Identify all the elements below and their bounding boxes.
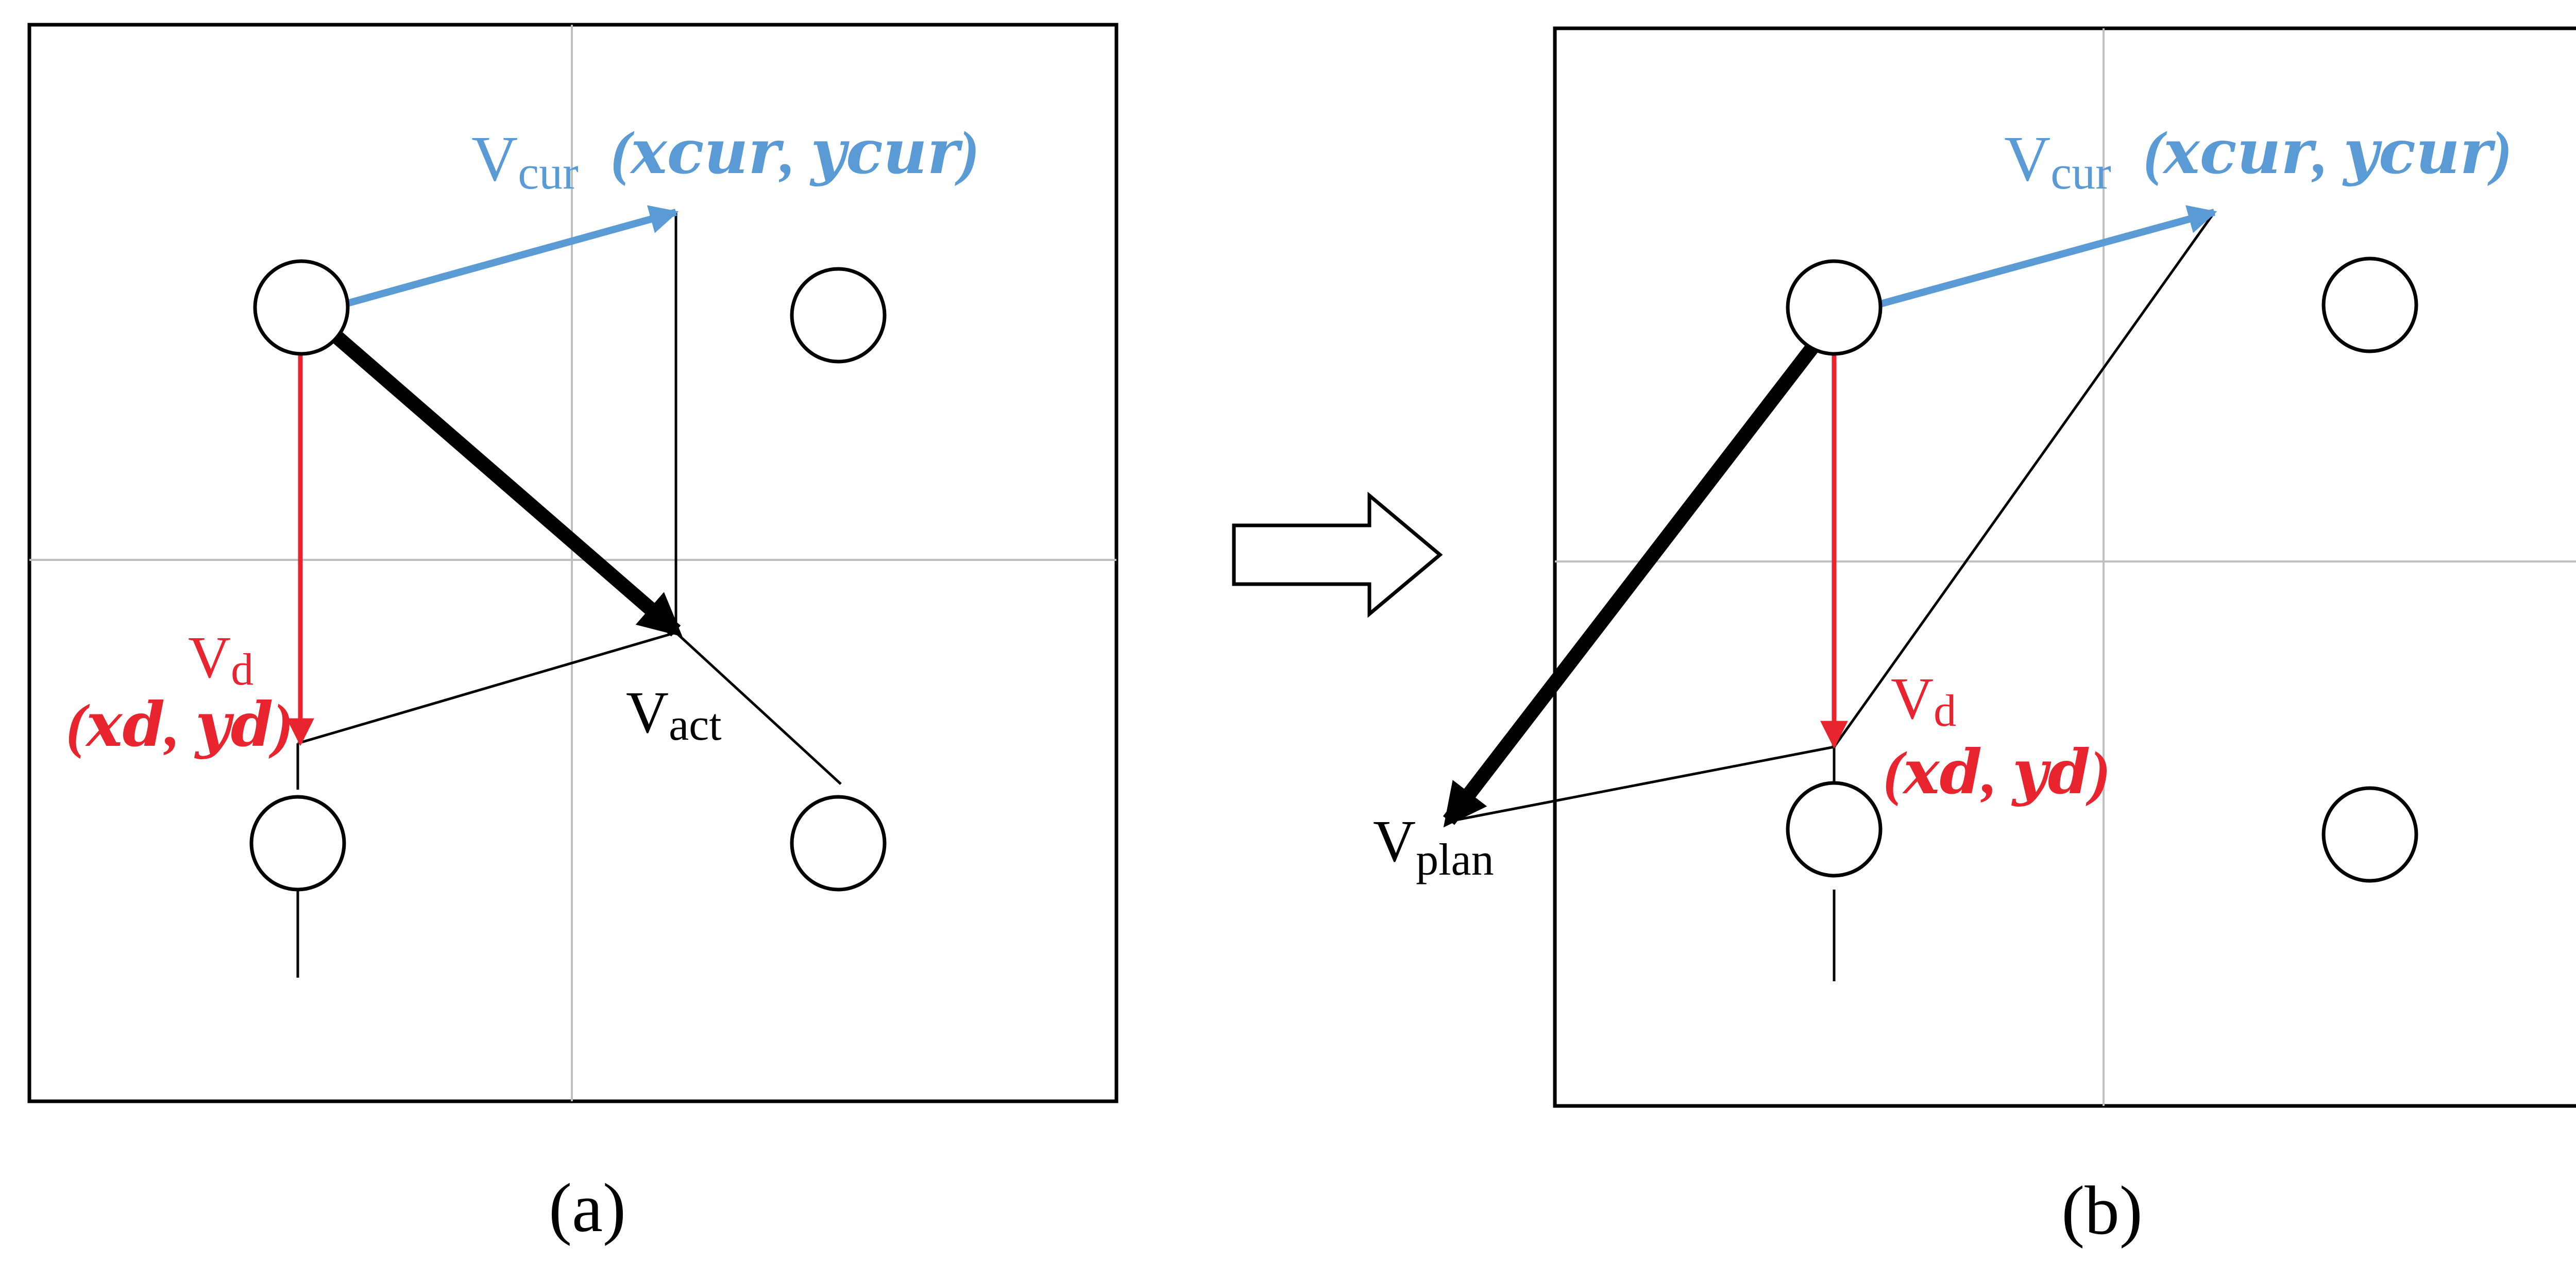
panel-a-vcur-coord: (𝒙𝒄𝒖𝒓, 𝒚𝒄𝒖𝒓) (611, 119, 979, 186)
panel-a-node-bottom-right (790, 795, 887, 892)
panel-a-diagonal-line (675, 632, 842, 785)
panel-b-vd-coord: (𝒙𝒅, 𝒚𝒅) (1883, 739, 2111, 807)
panel-b-vcur-arrow (1879, 205, 2217, 308)
panel-b-vd-label: Vd (1891, 666, 1956, 736)
panel-b-vcur-coord: (𝒙𝒄𝒖𝒓, 𝒚𝒄𝒖𝒓) (2143, 119, 2512, 186)
panel-b-vplan-arrow (1443, 342, 1820, 828)
panel-a-node-bottom-left (249, 795, 346, 892)
panel-b-vd-to-vplan-line (1447, 745, 1835, 823)
panel-b: Vcur (𝒙𝒄𝒖𝒓, 𝒚𝒄𝒖𝒓) Vd (𝒙𝒅, 𝒚𝒅) Vplan (b) (1373, 26, 2576, 1249)
panel-b-node-bottom-right (2321, 786, 2418, 883)
panel-a-node-top-right (790, 267, 887, 364)
panel-a-caption: (a) (549, 1170, 626, 1247)
panel-b-vplan-label: Vplan (1373, 809, 1494, 885)
panel-a: Vcur (𝒙𝒄𝒖𝒓, 𝒚𝒄𝒖𝒓) Vd (𝒙𝒅, 𝒚𝒅) Vact (a) (27, 23, 1118, 1247)
panel-a-vact-arrow (332, 332, 683, 637)
panel-a-vd-to-vact-line (297, 631, 676, 745)
panel-a-vd-label: Vd (188, 625, 253, 695)
panel-b-node-top-right (2321, 257, 2418, 353)
panel-a-vd-coord: (𝒙𝒅, 𝒚𝒅) (66, 692, 294, 759)
panel-b-node-bottom-left (1786, 781, 1883, 878)
right-outline-arrow-icon (1232, 491, 1443, 618)
panel-a-vcur-label: Vcur (471, 124, 579, 199)
panel-b-cur-to-vd-line (1833, 211, 2216, 748)
panel-b-caption: (b) (2061, 1172, 2142, 1249)
panel-b-node-top-left (1786, 259, 1883, 356)
panel-a-vcur-arrow (344, 205, 679, 308)
panel-b-vcur-label: Vcur (2004, 124, 2111, 199)
panel-a-node-top-left (253, 259, 350, 356)
panel-a-vact-label: Vact (626, 680, 722, 750)
panel-b-frame (1553, 26, 2576, 1108)
